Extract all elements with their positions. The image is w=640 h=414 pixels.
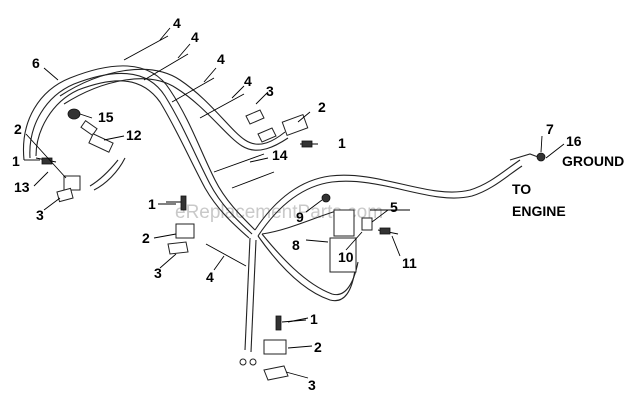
callout-3: 3 — [266, 83, 274, 99]
callout-4: 4 — [244, 73, 252, 89]
to-label: TO — [512, 181, 531, 197]
callout-3: 3 — [308, 377, 316, 393]
grommet-9 — [321, 193, 331, 203]
callout-8: 8 — [292, 237, 300, 253]
callout-1: 1 — [12, 153, 20, 169]
callout-2: 2 — [14, 121, 22, 137]
callout-3: 3 — [154, 265, 162, 281]
callout-1: 1 — [148, 196, 156, 212]
callout-14: 14 — [272, 147, 288, 163]
callout-4: 4 — [173, 15, 181, 31]
connector-10 — [361, 217, 373, 231]
callout-2: 2 — [314, 339, 322, 355]
bracket-upper — [245, 109, 265, 125]
callout-5: 5 — [390, 199, 398, 215]
module-upper — [281, 114, 309, 136]
callout-13: 13 — [14, 179, 30, 195]
engine-label: ENGINE — [512, 203, 566, 219]
key-switch — [67, 108, 81, 120]
cable-ties — [123, 35, 410, 267]
bracket-bottom — [263, 365, 289, 381]
callout-16: 16 — [566, 133, 582, 149]
callout-9: 9 — [296, 209, 304, 225]
callout-15: 15 — [98, 109, 114, 125]
connector-12 — [88, 133, 114, 153]
screws — [35, 140, 399, 331]
bracket-center — [167, 241, 189, 255]
callout-4: 4 — [217, 51, 225, 67]
bracket-upper-2 — [257, 127, 277, 143]
leader-lines — [24, 27, 565, 379]
connector-8-top — [333, 209, 355, 237]
key-body — [80, 120, 98, 136]
callout-3: 3 — [36, 207, 44, 223]
callout-1: 1 — [338, 135, 346, 151]
module-center — [175, 223, 195, 239]
callout-4: 4 — [191, 29, 199, 45]
ground-nut-7 — [536, 152, 546, 162]
bracket-left — [56, 187, 74, 203]
callout-10: 10 — [338, 249, 354, 265]
callout-2: 2 — [142, 230, 150, 246]
callout-6: 6 — [32, 55, 40, 71]
components — [56, 108, 546, 381]
text-labels: GROUND TO ENGINE — [512, 153, 624, 219]
ground-label: GROUND — [562, 153, 624, 169]
callout-12: 12 — [126, 127, 142, 143]
callout-11: 11 — [402, 255, 417, 271]
callout-2: 2 — [318, 99, 326, 115]
module-left — [63, 175, 81, 191]
module-bottom — [263, 339, 287, 355]
callout-numbers: 4 4 4 4 6 3 2 1 15 2 12 1 13 3 14 7 16 1… — [12, 15, 582, 393]
callout-7: 7 — [546, 121, 554, 137]
callout-1: 1 — [310, 311, 318, 327]
callout-4: 4 — [206, 269, 214, 285]
